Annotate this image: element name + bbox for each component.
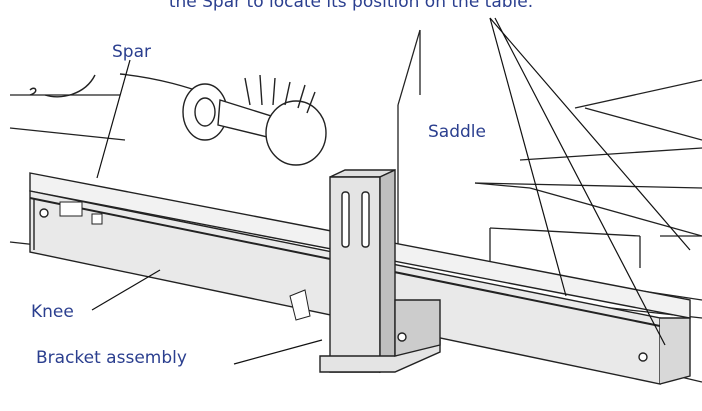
caption-text: the Spar to locate its position on the t…: [168, 0, 534, 12]
caption-leader-right: [489, 17, 691, 251]
leader-lines: [91, 17, 691, 365]
label-saddle: Saddle: [428, 122, 486, 142]
caption-leader-left: [489, 17, 567, 297]
bracket-assembly: [289, 168, 441, 374]
knee-leader: [91, 269, 161, 311]
spar-leader: [96, 59, 131, 179]
bracket-leader: [233, 339, 323, 365]
caption-leader-right-2: [494, 17, 666, 346]
label-spar: Spar: [112, 42, 151, 62]
crank-handle: [29, 73, 327, 166]
label-knee: Knee: [31, 302, 74, 322]
label-bracket-assembly: Bracket assembly: [36, 348, 187, 368]
